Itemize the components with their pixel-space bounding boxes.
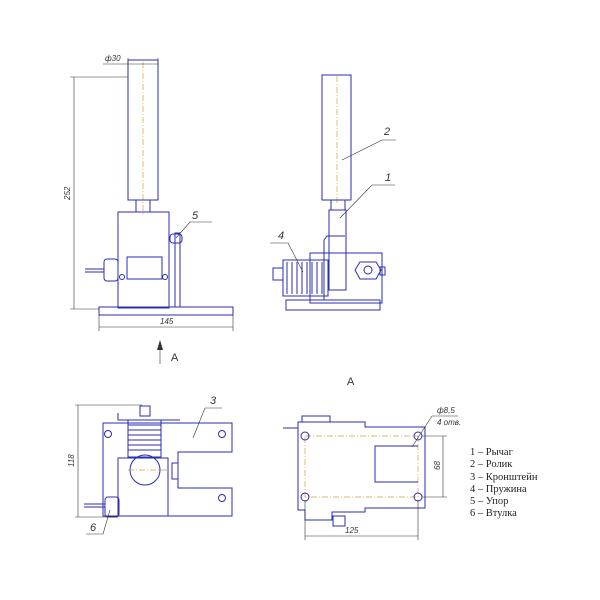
roller <box>321 74 352 201</box>
housing <box>117 211 170 309</box>
view-label: A <box>347 376 355 388</box>
callout-1: 1 <box>385 172 391 184</box>
spring <box>282 259 329 297</box>
dim-height-68: 68 <box>433 461 442 470</box>
bushing <box>103 258 119 282</box>
top-view: 118 3 6 <box>67 395 233 535</box>
legend-item: 2 – Ролик <box>470 459 513 471</box>
callout-5: 5 <box>192 210 199 222</box>
legend-item: 4 – Пружина <box>470 483 527 495</box>
lever <box>328 209 347 291</box>
legend-item: 3 – Кронштейн <box>470 471 538 483</box>
legend-item: 1 – Рычаг <box>470 447 513 458</box>
dim-width-125: 125 <box>345 526 359 535</box>
callout-6: 6 <box>90 522 97 534</box>
dim-diameter-30: ф30 <box>105 54 121 63</box>
view-a: 125 68 ф8,5 4 отв. <box>283 406 461 540</box>
front-view: ф30 252 145 5 A <box>63 54 234 364</box>
dim-width-145: 145 <box>160 317 174 326</box>
stop <box>174 232 181 308</box>
base-plate <box>98 306 234 316</box>
dim-height-118: 118 <box>67 454 76 467</box>
dim-hole-diameter: ф8,5 <box>437 406 455 415</box>
side-view: 1 2 4 A <box>270 74 396 388</box>
housing <box>117 457 169 517</box>
dim-height-252: 252 <box>63 186 72 201</box>
parts-legend: 1 – Рычаг 2 – Ролик 3 – Кронштейн 4 – Пр… <box>470 447 537 521</box>
dim-hole-count: 4 отв. <box>437 418 461 427</box>
legend-item: 5 – Упор <box>470 496 509 508</box>
view-arrow-label: A <box>171 352 179 364</box>
legend-item: 6 – Втулка <box>470 508 517 520</box>
callout-2: 2 <box>383 126 390 138</box>
base-outline <box>297 421 426 521</box>
callout-3: 3 <box>210 395 217 407</box>
callout-4: 4 <box>278 230 284 242</box>
spring <box>127 419 162 458</box>
